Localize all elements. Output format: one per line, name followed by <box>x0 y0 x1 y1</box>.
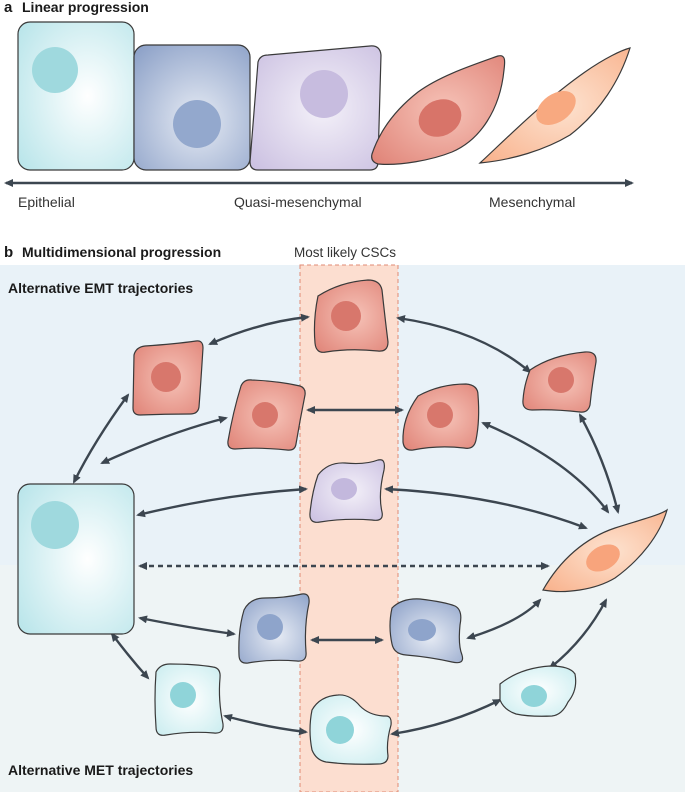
axis-label-mesenchymal: Mesenchymal <box>489 194 575 210</box>
light-cell-csc <box>309 694 392 765</box>
axis-label-quasi-mesenchymal: Quasi-mesenchymal <box>234 194 362 210</box>
epithelial-cell-a <box>17 21 135 171</box>
blue-cell-left <box>238 593 310 664</box>
panel-b: b Multidimensional progression Most like… <box>0 244 685 792</box>
arrow-epithelial-blue1 <box>138 615 236 638</box>
light-cell-left <box>154 663 224 736</box>
panel-a-letter: a <box>4 0 13 16</box>
red-cell-top-left <box>132 340 204 416</box>
panel-a-title: Linear progression <box>22 0 149 15</box>
panel-b-title: Multidimensional progression <box>22 244 221 260</box>
arrow-blue2-mesenchymal <box>466 598 542 640</box>
mesenchymal-cell-a <box>478 47 631 164</box>
arrow-epithelial-lightcell1 <box>110 632 150 680</box>
arrow-csc-red-red-right <box>396 315 532 374</box>
arrow-epithelial-red2 <box>100 415 228 465</box>
red-cell-csc-top <box>313 279 389 353</box>
red-cell-a <box>371 55 506 165</box>
epithelial-cell-b <box>17 483 135 635</box>
met-trajectories-label: Alternative MET trajectories <box>8 762 193 778</box>
arrow-lightcell1-lightcell2 <box>223 713 308 736</box>
arrow-purple-mesenchymal <box>384 485 588 530</box>
red-cell-middle-right <box>402 383 480 451</box>
red-cell-middle-left <box>227 379 306 451</box>
purple-cell-a <box>249 45 382 171</box>
mesenchymal-cell-b <box>542 508 669 593</box>
trajectory-arrows <box>72 313 621 737</box>
blue-cell-a <box>133 44 251 171</box>
arrow-epithelial-red1 <box>72 393 130 484</box>
arrow-lightcell2-lightcell3 <box>390 698 502 737</box>
light-cell-right <box>499 665 577 717</box>
emt-trajectories-label: Alternative EMT trajectories <box>8 280 193 296</box>
arrow-red1-csc-red <box>208 313 310 346</box>
red-cell-right <box>522 351 597 413</box>
panel-a: a Linear progression Epithelial <box>4 0 634 210</box>
blue-cell-right <box>389 598 464 664</box>
arrow-mesenchymal-lightcell3 <box>548 598 608 670</box>
arrow-red-right-mesenchymal <box>578 413 621 514</box>
axis-label-epithelial: Epithelial <box>18 194 75 210</box>
purple-cell-csc <box>309 459 385 523</box>
panel-b-letter: b <box>4 244 13 261</box>
csc-label: Most likely CSCs <box>294 245 396 260</box>
arrow-epithelial-purple <box>136 485 308 518</box>
